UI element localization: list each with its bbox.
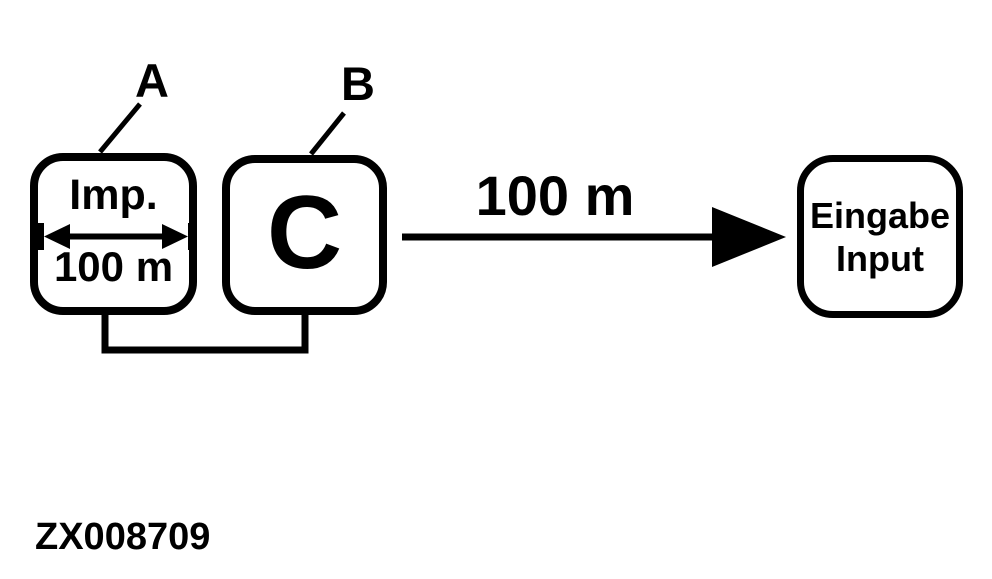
figure-code: ZX008709 <box>35 516 211 558</box>
input-box-text-wrap: Eingabe Input <box>797 155 963 318</box>
box-b-letter: C <box>266 175 343 291</box>
callout-b-leader-line <box>309 111 346 156</box>
box-b-letter-wrap: C <box>222 153 387 313</box>
box-input <box>797 155 963 318</box>
input-box-line2: Input <box>836 237 924 279</box>
box-a-bottom-text: 100 m <box>53 243 174 290</box>
input-box-line1: Eingabe <box>809 194 951 236</box>
callout-label-a: A <box>135 54 169 107</box>
flow-arrow-label: 100 m <box>475 164 635 227</box>
callout-a-leader-line <box>98 102 142 154</box>
connector-bracket <box>101 312 309 354</box>
callout-label-b: B <box>341 57 375 110</box>
flow-arrowhead <box>712 207 786 267</box>
box-b-controller <box>222 155 387 315</box>
box-a-top-text: Imp. <box>69 171 158 219</box>
